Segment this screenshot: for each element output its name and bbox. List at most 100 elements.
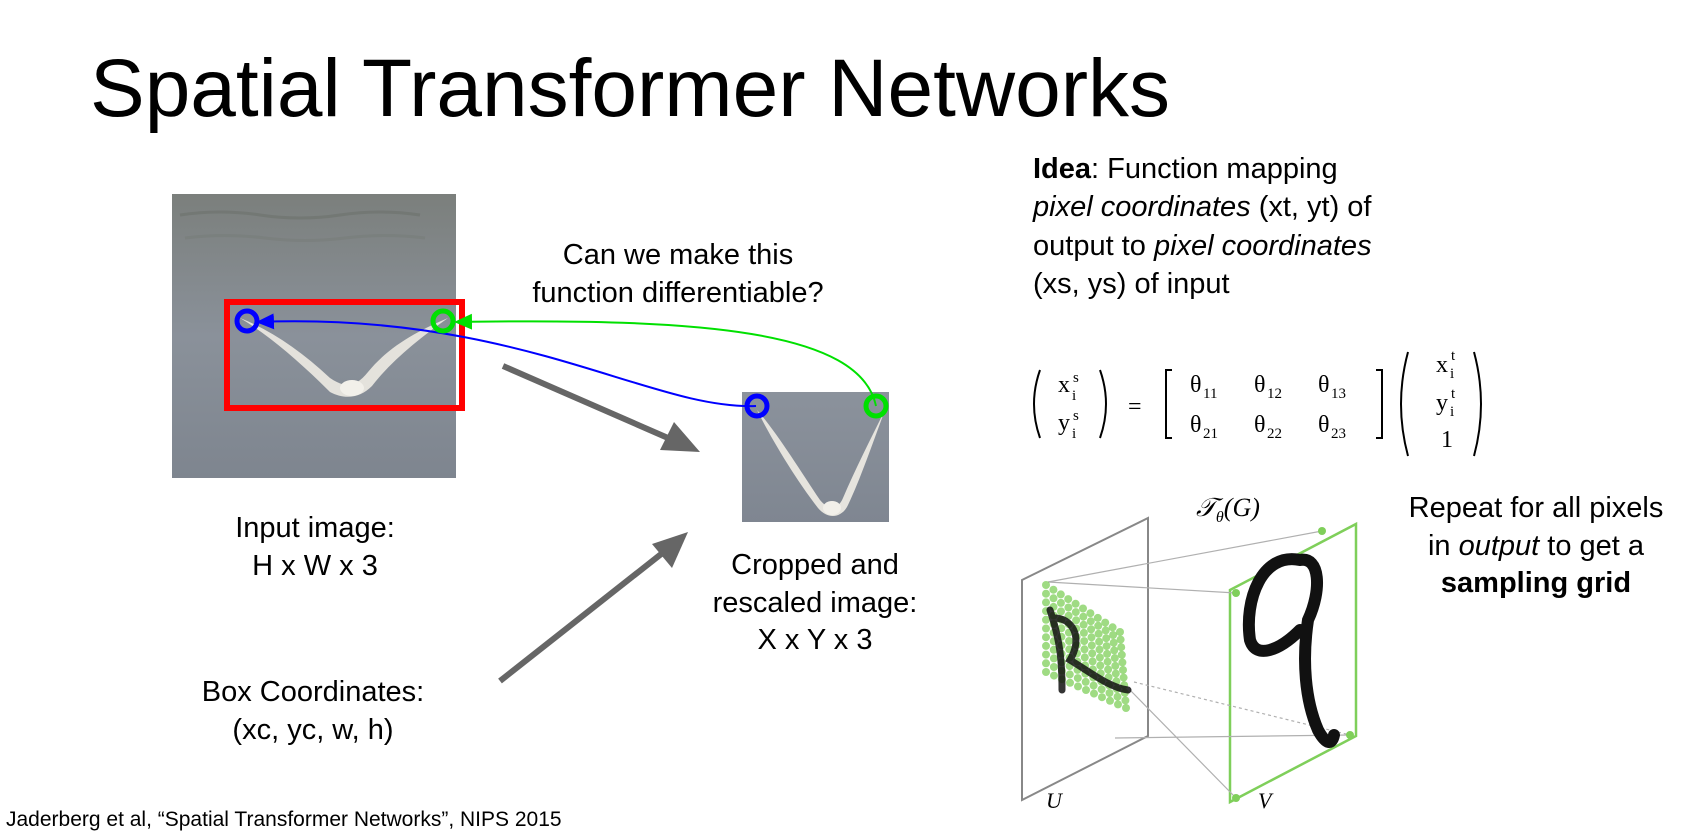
question-line-2: function differentiable?: [532, 276, 824, 309]
svg-text:11: 11: [1203, 386, 1217, 402]
grid-point: [1101, 626, 1110, 635]
grid-point: [1118, 658, 1127, 667]
grid-point: [1108, 623, 1117, 632]
grid-point: [1079, 620, 1088, 629]
input-caption-line-1: Input image:: [235, 512, 395, 544]
grid-point: [1082, 686, 1090, 694]
svg-text:s: s: [1073, 408, 1079, 424]
grid-point: [1121, 696, 1130, 705]
blue-point-output: [744, 393, 770, 419]
grid-point: [1042, 641, 1050, 650]
grid-point: [1109, 631, 1118, 639]
grid-point: [1113, 692, 1122, 701]
arrow-to-crop: [501, 363, 700, 452]
citation: Jaderberg et al, “Spatial Transformer Ne…: [6, 808, 562, 831]
green-point-input: [430, 308, 456, 334]
grid-point: [1104, 665, 1113, 674]
grid-point: [1088, 657, 1097, 666]
grid-point: [1065, 637, 1074, 645]
grid-point: [1106, 696, 1114, 705]
transform-label: 𝒯θ(G): [1196, 493, 1260, 526]
source-label-u: U: [1046, 788, 1064, 813]
question-line-1: Can we make this: [562, 239, 794, 271]
grid-point: [1049, 654, 1058, 663]
grid-point: [1101, 618, 1110, 627]
svg-text:θ: θ: [1190, 412, 1202, 438]
grid-point: [1087, 625, 1096, 634]
grid-point: [1102, 642, 1111, 651]
svg-text:t: t: [1451, 386, 1456, 402]
grid-point: [1080, 645, 1089, 654]
svg-text:21: 21: [1203, 426, 1218, 442]
svg-text:x: x: [1436, 352, 1448, 378]
grid-point: [1087, 633, 1096, 642]
grid-point: [1042, 615, 1050, 624]
grid-point: [1042, 668, 1050, 676]
grid-point: [1049, 594, 1058, 603]
grid-point: [1103, 649, 1112, 658]
cropped-caption-line-2: rescaled image:: [712, 586, 918, 619]
grid-point: [1089, 681, 1098, 690]
grid-point: [1122, 704, 1130, 712]
grid-point: [1093, 613, 1102, 622]
grid-point: [1065, 670, 1074, 679]
grid-point: [1109, 638, 1118, 647]
grid-point: [1049, 645, 1058, 654]
grid-point: [1111, 661, 1120, 670]
grid-point: [1102, 634, 1111, 643]
grid-point: [1119, 673, 1128, 682]
grid-point: [1116, 628, 1124, 636]
grid-point: [1098, 693, 1106, 702]
input-image-caption: Input image: H x W x 3: [185, 510, 445, 585]
source-plane-u: [1021, 516, 1149, 802]
grid-point: [1088, 649, 1097, 658]
grid-point: [1056, 590, 1065, 599]
grid-point: [1050, 671, 1058, 680]
grid-point: [1042, 659, 1050, 668]
grid-point: [1095, 637, 1104, 646]
grid-point: [1116, 635, 1125, 644]
grid-point: [1086, 617, 1095, 626]
grid-point: [1056, 598, 1065, 607]
grid-point: [1111, 669, 1120, 678]
target-label-v: V: [1258, 788, 1274, 813]
svg-text:θ: θ: [1254, 372, 1266, 398]
cropped-image-caption: Cropped and rescaled image: X x Y x 3: [680, 547, 950, 660]
grid-point: [1095, 653, 1104, 662]
grid-point: [1071, 608, 1080, 617]
svg-text:θ: θ: [1318, 372, 1330, 398]
grid-point: [1094, 629, 1103, 638]
svg-text:t: t: [1451, 348, 1456, 364]
svg-text:i: i: [1450, 404, 1454, 420]
green-point-output: [863, 393, 889, 419]
grid-point: [1042, 624, 1050, 633]
grid-point: [1110, 654, 1119, 663]
grid-point: [1087, 641, 1096, 650]
grid-point: [1066, 678, 1074, 687]
grid-point: [1074, 682, 1082, 691]
bounding-box: [224, 299, 465, 411]
svg-text:y: y: [1436, 390, 1448, 416]
idea-bold: Idea: [1033, 153, 1092, 185]
input-image: [172, 194, 456, 478]
grid-point: [1064, 603, 1073, 612]
grid-point: [1080, 637, 1089, 646]
grid-point: [1110, 646, 1119, 655]
svg-text:i: i: [1072, 388, 1076, 404]
svg-text:y: y: [1058, 410, 1070, 436]
svg-text:θ: θ: [1318, 412, 1330, 438]
grid-point: [1114, 700, 1122, 709]
grid-point: [1105, 689, 1114, 697]
grid-point: [1090, 689, 1098, 698]
green-mapping-curve: [454, 313, 877, 407]
svg-text:i: i: [1072, 426, 1076, 442]
target-plane-v: [1228, 521, 1358, 805]
grid-point: [1117, 650, 1126, 659]
grid-point: [1079, 628, 1088, 637]
grid-point: [1079, 612, 1088, 621]
grid-point: [1117, 643, 1126, 652]
box-coordinates-caption: Box Coordinates: (xc, yc, w, h): [168, 674, 458, 749]
svg-text:23: 23: [1331, 426, 1346, 442]
grid-points: [1042, 581, 1130, 712]
grid-point: [1097, 685, 1106, 694]
